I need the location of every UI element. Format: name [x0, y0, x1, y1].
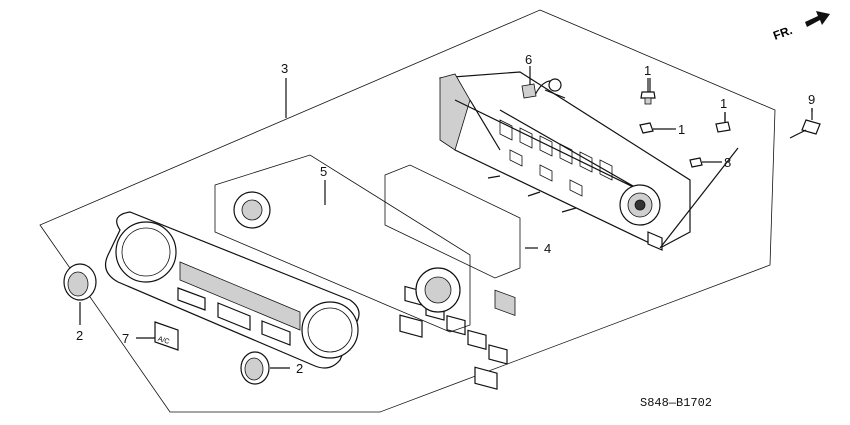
clip-6 [521, 66, 537, 99]
diagram-code: S848—B1702 [640, 396, 712, 410]
screw-9 [789, 108, 821, 139]
front-direction-indicator: FR. [771, 11, 830, 43]
screw-8 [689, 157, 716, 168]
ac-button-label: A/C [157, 336, 170, 346]
subpanel-5 [214, 154, 471, 333]
callout-7: 7 [122, 331, 129, 346]
leader-lines [285, 78, 813, 249]
knob-2b [240, 351, 290, 385]
control-unit-housing [439, 71, 691, 316]
callout-1-right: 1 [720, 96, 727, 111]
front-arrow-icon [805, 11, 830, 27]
loose-screws [487, 175, 577, 213]
callout-2-left: 2 [76, 328, 83, 343]
callout-3: 3 [281, 61, 288, 76]
assembly-boundary [39, 9, 776, 413]
callout-8: 8 [724, 155, 731, 170]
knob-2a [63, 263, 97, 325]
ac-button-7: A/C [136, 321, 179, 351]
callout-4: 4 [544, 241, 551, 256]
callout-5: 5 [320, 164, 327, 179]
callout-2-right: 2 [296, 361, 303, 376]
front-direction-label: FR. [771, 23, 794, 43]
callout-1-mid: 1 [678, 122, 685, 137]
screw-1a [640, 78, 656, 105]
screw-1c [715, 112, 731, 133]
callout-1-top: 1 [644, 63, 651, 78]
screw-1b [639, 122, 672, 134]
callout-6: 6 [525, 52, 532, 67]
callout-9: 9 [808, 92, 815, 107]
bezel-3 [105, 211, 360, 369]
